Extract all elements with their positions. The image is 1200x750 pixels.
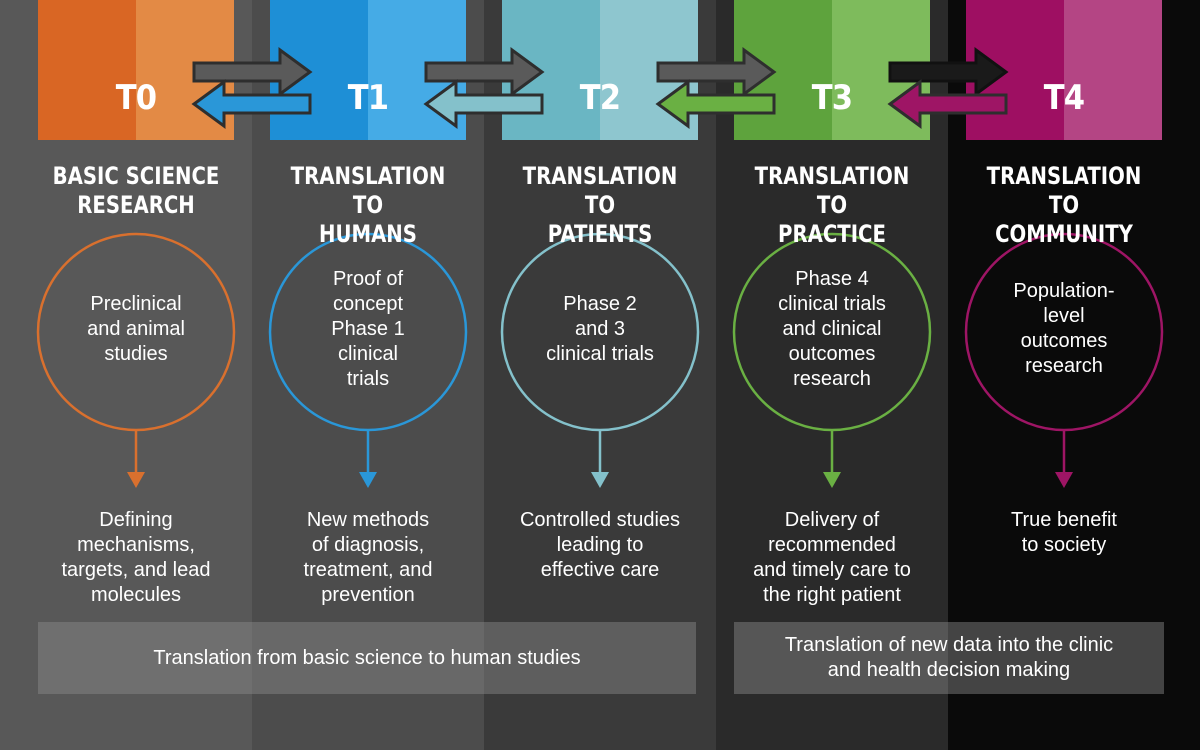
outcome-text: Controlled studies leading to effective ca… [500,508,700,583]
header-light-half [1064,0,1162,140]
circle-text-line: Phase 1 [331,317,405,340]
outcome-text-line: targets, and lead [61,559,211,581]
circle-text-line: and animal [87,317,185,340]
outcome-text: Delivery of recommended and timely care to… [732,508,932,608]
outcome-text-line: New methods [306,509,430,531]
stage-label: T0 [115,78,157,118]
outcome-text: True benefit to society [964,508,1164,558]
stage-title-line: RESEARCH [77,191,195,219]
circle-text-line: Proof of [332,267,404,290]
outcome-text-line: the right patient [763,584,901,606]
backward-arrow [423,79,544,129]
stage-title-line: TRANSLATION TO [986,162,1142,219]
stage-label: T1 [347,78,389,118]
outcome-text-line: recommended [768,534,896,556]
circle-text-line: outcomes [1020,330,1108,352]
outcome-text: New methods of diagnosis, treatment, and pr… [268,508,468,608]
stage-title-line: TRANSLATION TO [290,162,446,219]
outcome-text-line: treatment, and [303,559,433,581]
bottom-box-right: Translation of new data into the clinic … [734,622,1164,694]
outcome-text-line: to society [1021,534,1107,556]
outcome-text-line: prevention [321,584,415,606]
stage-label: T3 [811,78,853,118]
bottom-box-right-line: Translation of new data into the clinic [784,634,1114,656]
bottom-box-left: Translation from basic science to human … [38,622,696,694]
circle-text: Population-level outcomes research [994,279,1134,379]
circle-text-line: outcomes [788,342,876,365]
circle-text-line: and clinical [782,317,882,340]
circle-text-line: Phase 4 [795,267,869,290]
circle-text-line: Phase 2 [563,292,637,315]
stage-title-line: BASIC SCIENCE [52,162,220,190]
stage-title-line: PRACTICE [778,220,886,248]
bottom-box-left-line: Translation from basic science to human … [153,646,581,669]
circle-text-line: clinical trials [778,292,886,315]
backward-arrow [191,79,312,129]
circle-text-line: research [1025,355,1103,377]
backward-arrow [887,79,1008,129]
outcome-text: Defining mechanisms, targets, and lead mole… [36,508,236,608]
circle-text-line: studies [104,342,168,365]
circle-text-line: research [793,367,871,390]
forward-arrow [424,47,545,97]
circle-text-line: trials [346,367,390,390]
stage-label: T4 [1043,78,1085,118]
forward-arrow [888,47,1009,97]
circle-text-line: Population- [1013,280,1115,302]
outcome-text-line: effective care [540,559,660,581]
circle-text-line: level [1043,305,1085,327]
circle-text-line: and 3 [574,317,626,340]
stage-title-line: PATIENTS [547,220,653,248]
stage-title-line: HUMANS [319,220,417,248]
outcome-text-line: Controlled studies [519,509,681,531]
outcome-text-line: True benefit [1011,509,1117,531]
forward-arrow [656,47,777,97]
header-dark-half [38,0,136,140]
backward-arrow [655,79,776,129]
stage-title-line: COMMUNITY [995,220,1133,248]
stage-title-line: TRANSLATION TO [522,162,678,219]
circle-text-line: clinical [337,342,399,365]
stage-label: T2 [579,78,621,118]
outcome-text-line: of diagnosis, [311,534,425,556]
bottom-box-right-line: and health decision making [827,659,1071,681]
bidirectional-arrows [191,47,1009,129]
circle-text-line: clinical trials [546,342,654,365]
outcome-text-line: leading to [556,534,644,556]
forward-arrow [192,47,313,97]
outcome-text-line: Delivery of [784,509,880,531]
outcome-text-line: and timely care to [753,559,911,581]
outcome-text-line: mechanisms, [77,534,195,556]
circle-text-line: Preclinical [90,292,182,315]
outcome-text-line: molecules [90,584,182,606]
outcome-text-line: Defining [99,509,173,531]
stage-title-line: TRANSLATION TO [754,162,910,219]
circle-text-line: concept [332,292,404,315]
